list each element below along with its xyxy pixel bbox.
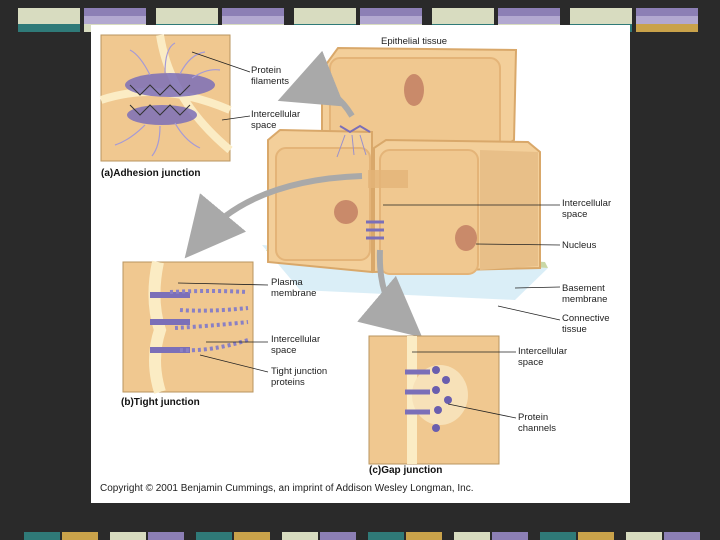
label-intercellular-space-main: Intercellular space <box>562 198 611 220</box>
inset-gap-junction <box>369 336 499 464</box>
label-tight-junction-proteins: Tight junction proteins <box>271 366 327 388</box>
caption-gap-junction: (c)Gap junction <box>369 465 442 476</box>
copyright-notice: Copyright © 2001 Benjamin Cummings, an i… <box>100 483 473 494</box>
right-cell <box>374 140 540 274</box>
label-plasma-membrane: Plasma membrane <box>271 277 316 299</box>
label-intercellular-space-b: Intercellular space <box>271 334 320 356</box>
label-nucleus: Nucleus <box>562 240 596 251</box>
label-protein-filaments: Protein filaments <box>251 65 289 87</box>
label-intercellular-space-a: Intercellular space <box>251 109 300 131</box>
caption-adhesion-junction: (a)Adhesion junction <box>101 168 200 179</box>
nucleus-right <box>455 225 477 251</box>
caption-tight-junction: (b)Tight junction <box>121 397 200 408</box>
label-protein-channels: Protein channels <box>518 412 556 434</box>
nucleus-top <box>404 74 424 106</box>
tight-junction-marker <box>368 170 408 188</box>
inset-adhesion-junction <box>101 35 230 161</box>
nucleus-left <box>334 200 358 224</box>
label-basement-membrane: Basement membrane <box>562 283 607 305</box>
left-cell <box>268 130 372 272</box>
label-intercellular-space-c: Intercellular space <box>518 346 567 368</box>
inset-tight-junction <box>123 262 253 392</box>
label-connective-tissue: Connective tissue <box>562 313 610 335</box>
label-epithelial-tissue: Epithelial tissue <box>381 36 447 47</box>
